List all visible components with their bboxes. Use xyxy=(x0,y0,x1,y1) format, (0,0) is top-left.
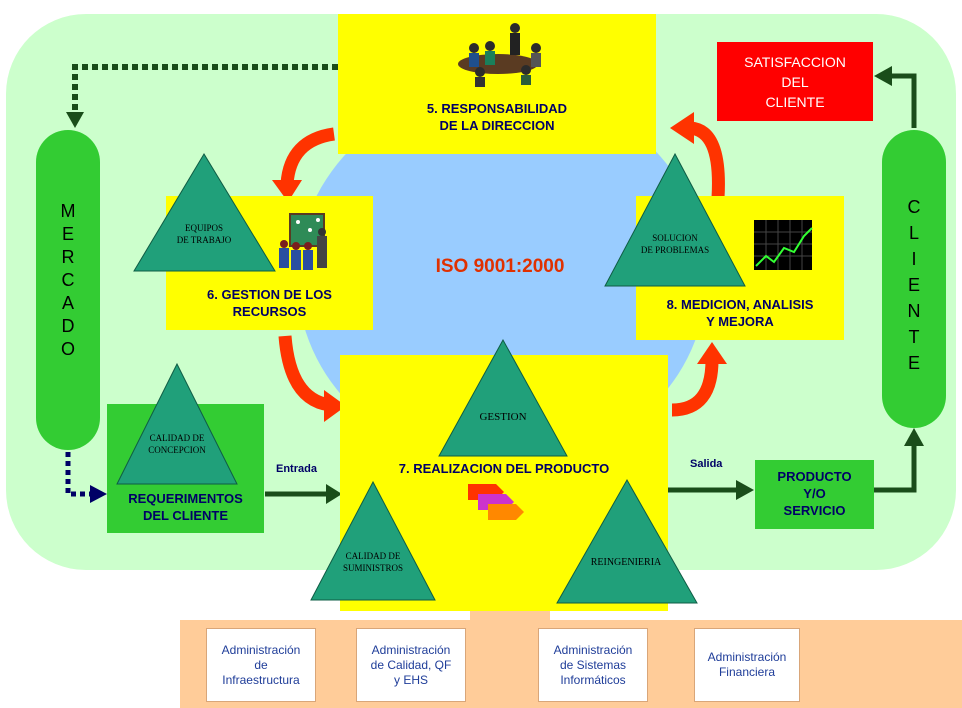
pill-letter: L xyxy=(908,223,919,243)
triangle-reingenieria-label: REINGENIERIA xyxy=(590,557,662,568)
box-responsabilidad-label: 5. RESPONSABILIDAD DE LA DIRECCION xyxy=(426,101,568,133)
box-producto-bg xyxy=(755,460,874,529)
pill-letter: C xyxy=(907,197,921,217)
pill-cliente-bg xyxy=(882,130,946,428)
admin-label: Administración de Calidad, QF y EHS xyxy=(370,642,452,687)
triangle-reingenieria xyxy=(556,478,698,604)
box-realizacion-label: 7. REALIZACION DEL PRODUCTO xyxy=(398,461,610,476)
red-arrow-8-to-5 xyxy=(688,121,725,199)
triangle-gestion xyxy=(438,338,568,457)
entrada-label: Entrada xyxy=(276,463,317,475)
triangle-equipos-label: EQUIPOS DE TRABAJO xyxy=(176,223,232,245)
box-requerimientos-label: REQUERIMENTOS DEL CLIENTE xyxy=(128,491,243,523)
triangle-calidad-concepcion xyxy=(116,362,238,485)
stock-chart-icon xyxy=(754,220,813,270)
box-recursos-label: 6. GESTION DE LOS RECURSOS xyxy=(207,287,332,319)
team-board-clipart-icon xyxy=(279,213,327,270)
pill-cliente: C L I E N T E xyxy=(882,194,946,376)
admin-financiera: Administración Financiera xyxy=(694,628,800,702)
process-arrows-icon xyxy=(468,484,524,520)
pill-mercado: M E R C A D O xyxy=(36,200,100,361)
box-satisfaccion-bg xyxy=(717,42,873,121)
dotted-arrow-top xyxy=(72,64,338,118)
box-producto-label: PRODUCTO Y/O SERVICIO xyxy=(777,469,852,518)
dotted-arrow-bottom xyxy=(65,452,92,497)
box-medicion-label: 8. MEDICION, ANALISIS Y MEJORA xyxy=(666,297,814,329)
pill-letter: D xyxy=(61,316,75,336)
salida-label: Salida xyxy=(690,458,723,470)
pill-letter: I xyxy=(911,249,917,269)
triangle-solucion xyxy=(604,152,746,287)
pill-letter: C xyxy=(61,270,75,290)
admin-sistemas: Administración de Sistemas Informáticos xyxy=(538,628,648,702)
pill-letter: O xyxy=(60,339,75,359)
red-arrow-6-to-7 xyxy=(278,335,332,412)
box-responsabilidad-bg xyxy=(338,14,656,154)
pill-letter: E xyxy=(61,224,74,244)
producto-to-cliente-arrow xyxy=(874,442,917,493)
admin-label: Administración de Sistemas Informáticos xyxy=(553,642,633,687)
box-satisfaccion-label: SATISFACCION DEL CLIENTE xyxy=(744,54,846,110)
pill-letter: E xyxy=(907,275,920,295)
pill-letter: R xyxy=(61,247,75,267)
pill-letter: A xyxy=(61,293,74,313)
meeting-clipart-icon xyxy=(458,23,541,87)
admin-calidad: Administración de Calidad, QF y EHS xyxy=(356,628,466,702)
triangle-equipos xyxy=(133,153,276,272)
admin-label: Administración Financiera xyxy=(707,650,787,679)
triangle-solucion-label: SOLUCION DE PROBLEMAS xyxy=(640,233,710,255)
center-title: ISO 9001:2000 xyxy=(435,256,565,277)
pill-letter: E xyxy=(907,353,920,373)
triangle-gestion-label: GESTION xyxy=(479,411,527,423)
triangle-calidad-concepcion-label: CALIDAD DE CONCEPCION xyxy=(148,433,206,455)
red-arrow-7-to-8 xyxy=(671,359,719,417)
red-arrow-5-to-6 xyxy=(280,127,336,185)
pill-letter: T xyxy=(908,327,920,347)
admin-label: Administración de Infraestructura xyxy=(221,642,301,687)
triangle-calidad-suministros xyxy=(310,480,436,601)
cliente-to-satisfaccion-arrow xyxy=(888,73,917,128)
pill-letter: M xyxy=(60,201,76,221)
pill-mercado-bg xyxy=(36,130,100,450)
triangle-calidad-suministros-label: CALIDAD DE SUMINISTROS xyxy=(342,551,403,573)
pill-letter: N xyxy=(907,301,921,321)
admin-infraestructura: Administración de Infraestructura xyxy=(206,628,316,702)
